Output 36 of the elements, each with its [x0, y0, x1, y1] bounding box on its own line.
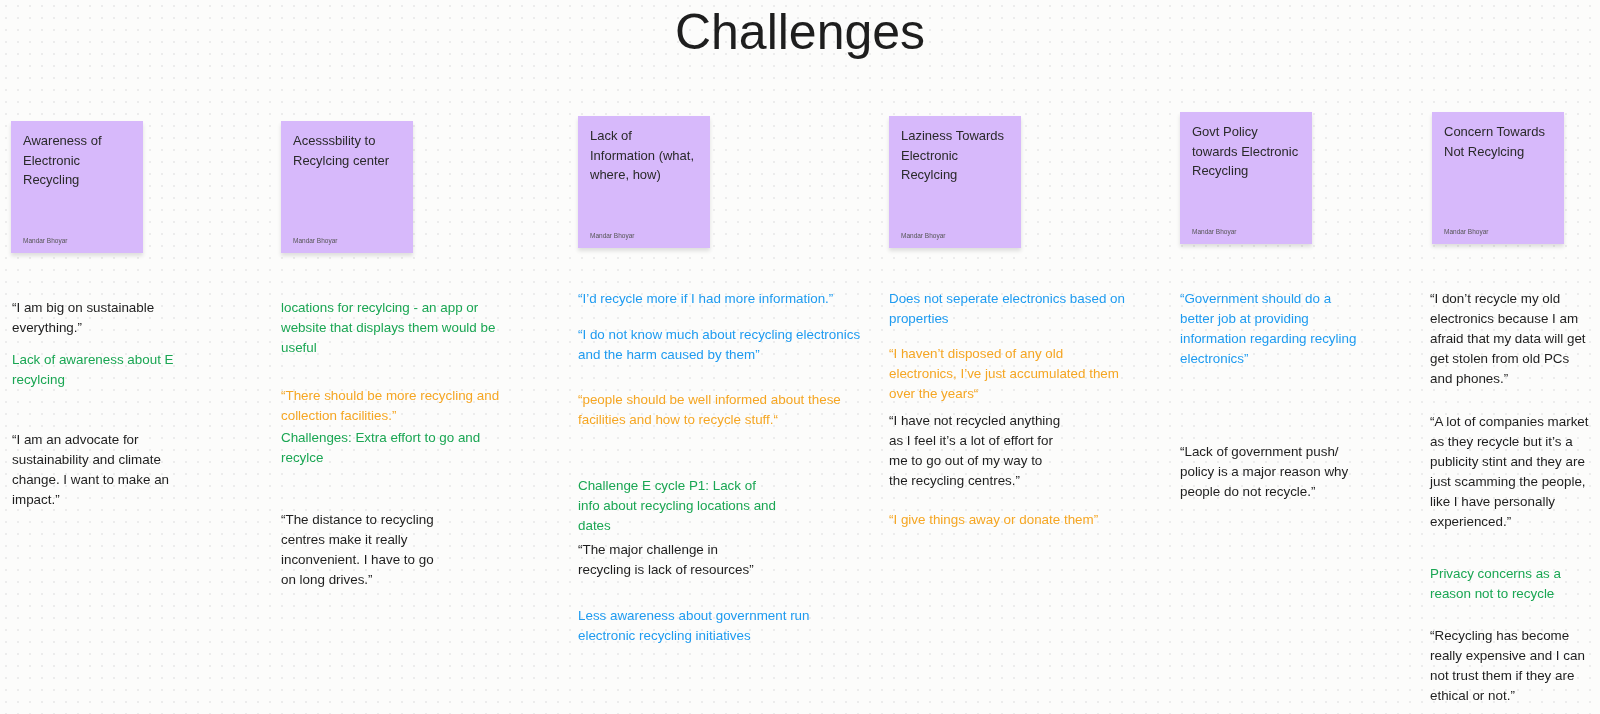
- note-text: “people should be well informed about these facilities and how to recycle stuff.“: [578, 391, 842, 429]
- note-text: “Government should do a better job at providing information regarding recyling electronics”: [1180, 290, 1358, 368]
- quote-text: “I am big on sustainable everything.”: [12, 299, 156, 337]
- note-text: locations for recylcing - an app or website that displays them would be useful: [281, 299, 497, 357]
- note-heading: Concern Towards Not Recylcing: [1444, 123, 1546, 161]
- note-text: Less awareness about government run electronic recycling initiatives: [578, 607, 811, 645]
- sticky-note: [578, 116, 710, 248]
- quote-text: “Lack of government push/ policy is a major reason why people do not recycle.”: [1180, 443, 1350, 501]
- note-heading: Govt Policy towards Electronic Recycling: [1192, 123, 1300, 180]
- quote-text: “A lot of companies market as they recycle but it’s a publicity stint and they are just scamming the people, like I have personally experienced.”: [1430, 413, 1590, 531]
- note-heading: Laziness Towards Electronic Recylcing: [901, 127, 1006, 184]
- quote-text: “I am an advocate for sustainability and climate change. I want to make an impact.”: [12, 431, 171, 509]
- note-heading: Lack of Information (what, where, how): [590, 127, 696, 184]
- note-text: “I’d recycle more if I had more information.”: [578, 290, 835, 308]
- note-text: Does not seperate electronics based on properties: [889, 290, 1126, 328]
- quote-text: “The major challenge in recycling is lack of resources”: [578, 541, 755, 579]
- page-title: Challenges: [673, 3, 927, 62]
- sticky-note: [281, 121, 413, 253]
- note-text: Lack of awareness about E recylcing: [12, 351, 175, 389]
- note-text: “I do not know much about recycling electronics and the harm caused by them”: [578, 326, 862, 364]
- quote-text: “The distance to recycling centres make it really inconvenient. I have to go on long drives.”: [281, 511, 435, 589]
- note-text: Challenge E cycle P1: Lack of info about recycling locations and dates: [578, 477, 777, 535]
- quote-text: “Recycling has become really expensive and I can not trust them if they are ethical or not.”: [1430, 627, 1586, 705]
- sticky-note: [1180, 112, 1312, 244]
- quote-text: “I don’t recycle my old electronics because I am afraid that my data will get get stolen from old PCs and phones.”: [1430, 290, 1587, 388]
- note-heading: Acesssbility to Recylcing center: [293, 132, 391, 170]
- sticky-note: [1432, 112, 1564, 244]
- note-text: Challenges: Extra effort to go and recylce: [281, 429, 482, 467]
- quote-text: “I have not recycled anything as I feel it’s a lot of effort for me to go out of my way to the recycling centres.”: [889, 412, 1062, 490]
- sticky-note: [889, 116, 1021, 248]
- note-text: “There should be more recycling and collection facilities.”: [281, 387, 501, 425]
- note-text: “I haven’t disposed of any old electronics, I’ve just accumulated them over the years“: [889, 345, 1120, 403]
- sticky-note: [11, 121, 143, 253]
- note-heading: Awareness of Electronic Recycling: [23, 132, 103, 189]
- note-text: Privacy concerns as a reason not to recycle: [1430, 565, 1562, 603]
- note-text: “I give things away or donate them”: [889, 511, 1100, 529]
